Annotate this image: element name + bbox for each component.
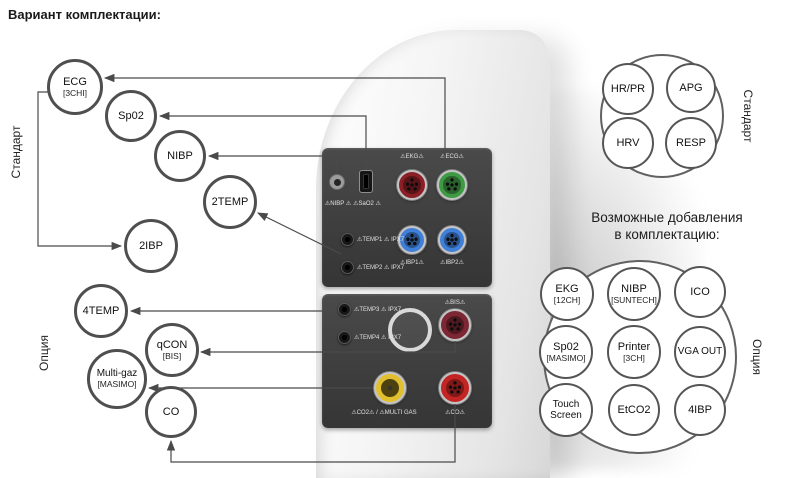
bubble-label: Touch: [552, 398, 580, 410]
bubble-touch-screen: Touch Screen: [539, 383, 593, 437]
bubble-printer: Printer [3CH]: [607, 325, 661, 379]
bubble-label: HR/PR: [610, 82, 646, 95]
connector-ibp2: [438, 226, 466, 254]
bubble-ekg12: EKG [12CH]: [540, 267, 594, 321]
connector-co: [439, 372, 471, 404]
bubble-multigaz: Multi-gaz [MASIMO]: [87, 349, 147, 409]
bubble-label: Sp02: [118, 109, 144, 122]
bubble-label: 2IBP: [139, 239, 163, 252]
bubble-label: VGA OUT: [677, 346, 723, 358]
group-label-right-option: Опция: [750, 339, 764, 375]
bubble-label: 4TEMP: [82, 304, 120, 317]
connector-ecg: [437, 170, 467, 200]
connector-sao2: [359, 170, 373, 193]
bubble-sublabel: [3CH]: [623, 352, 645, 363]
bubble-etco2: EtCO2: [608, 384, 660, 436]
bubble-label: ICO: [690, 285, 710, 298]
connector-ibp1: [398, 226, 426, 254]
bubble-label: Multi-gaz: [96, 368, 138, 380]
bubble-co: CO: [145, 386, 197, 438]
panel-label-co2: ⚠CO2⚠ / ⚠MULTI GAS: [351, 410, 417, 416]
connector-panel-top: ⚠NIBP ⚠ ⚠SaO2 ⚠ ⚠EKG⚠ ⚠ECG⚠ ⚠TEMP1 ⚠ IPX…: [322, 148, 492, 287]
bubble-qcon: qCON [BIS]: [145, 323, 199, 377]
group-label-left-standard: Стандарт: [9, 125, 23, 179]
bubble-label: RESP: [676, 136, 706, 149]
panel-label-ibp1: ⚠IBP1⚠: [400, 260, 424, 266]
panel-label-bis: ⚠BIS⚠: [444, 300, 466, 306]
bubble-nibp-suntech: NIBP [SUNTECH]: [607, 267, 661, 321]
bubble-label: EKG: [555, 282, 579, 295]
right-option-heading: Возможные добавления в комплектацию:: [547, 209, 787, 243]
group-label-left-option: Опция: [37, 335, 51, 371]
bubble-2temp: 2TEMP: [203, 175, 257, 229]
bubble-2ibp: 2IBP: [124, 219, 178, 273]
panel-label-temp4: ⚠TEMP4 ⚠ IPX7: [354, 335, 402, 341]
bubble-label: qCON: [156, 338, 188, 351]
panel-label-temp1: ⚠TEMP1 ⚠ IPX7: [357, 237, 405, 243]
connector-temp1: [341, 233, 354, 246]
bubble-label: 4IBP: [688, 403, 712, 416]
connector-panel-bottom: ⚠TEMP3 ⚠ IPX7 ⚠TEMP4 ⚠ IPX7 ⚠BIS⚠ ⚠CO2⚠ …: [322, 294, 492, 428]
panel-label-temp3: ⚠TEMP3 ⚠ IPX7: [354, 307, 402, 313]
panel-label-ecg: ⚠ECG⚠: [440, 154, 464, 160]
bubble-sublabel: [BIS]: [162, 350, 182, 361]
bubble-sp02-masimo: Sp02 [MASIMO]: [539, 325, 593, 379]
heading-line-2: в комплектацию:: [614, 227, 720, 242]
connector-temp4: [338, 331, 351, 344]
connector-nibp: [329, 174, 345, 190]
bubble-4ibp: 4IBP: [674, 384, 726, 436]
connector-empty-slot: [388, 308, 432, 352]
bubble-label: 2TEMP: [211, 195, 249, 208]
bubble-label: Printer: [617, 340, 651, 353]
connector-temp3: [338, 303, 351, 316]
bubble-label: HRV: [616, 136, 640, 149]
connector-bis: [439, 309, 471, 341]
bubble-label: NIBP: [621, 282, 647, 295]
panel-label-ibp2: ⚠IBP2⚠: [440, 260, 464, 266]
bubble-ico: ICO: [674, 266, 726, 318]
bubble-label: ECG: [63, 75, 87, 88]
bubble-sublabel: [12CH]: [553, 294, 581, 305]
panel-label-temp2: ⚠TEMP2 ⚠ IPX7: [357, 265, 405, 271]
connector-ekg: [397, 170, 427, 200]
bubble-apg: APG: [666, 63, 716, 113]
bubble-hrv: HRV: [602, 117, 654, 169]
bubble-resp: RESP: [665, 117, 717, 169]
bubble-label: APG: [679, 81, 703, 94]
group-label-right-standard: Стандарт: [741, 89, 755, 143]
bubble-label: CO: [162, 405, 180, 418]
connector-temp2: [341, 261, 354, 274]
panel-label-co: ⚠CO⚠: [445, 410, 465, 416]
bubble-vga-out: VGA OUT: [674, 326, 726, 378]
bubble-label: EtCO2: [617, 403, 651, 416]
heading-line-1: Возможные добавления: [591, 210, 743, 225]
bubble-label: Screen: [550, 410, 582, 421]
bubble-ecg: ECG [3CHI]: [47, 59, 103, 115]
bubble-sublabel: [3CHI]: [62, 87, 88, 98]
bubble-label: Sp02: [553, 340, 579, 353]
connector-co2: [374, 372, 406, 404]
panel-label-sao2: ⚠SaO2 ⚠: [353, 201, 381, 207]
bubble-sublabel: [MASIMO]: [97, 379, 137, 390]
bubble-hrpr: HR/PR: [602, 63, 654, 115]
bubble-4temp: 4TEMP: [74, 284, 128, 338]
panel-label-nibp: ⚠NIBP ⚠: [324, 201, 352, 207]
bubble-sp02: Sp02: [105, 90, 157, 142]
bubble-label: NIBP: [167, 149, 193, 162]
bubble-sublabel: [SUNTECH]: [611, 294, 657, 305]
bubble-sublabel: [MASIMO]: [546, 352, 586, 363]
page-title: Вариант комплектации:: [8, 7, 161, 22]
panel-label-ekg: ⚠EKG⚠: [400, 154, 424, 160]
bubble-nibp: NIBP: [154, 130, 206, 182]
